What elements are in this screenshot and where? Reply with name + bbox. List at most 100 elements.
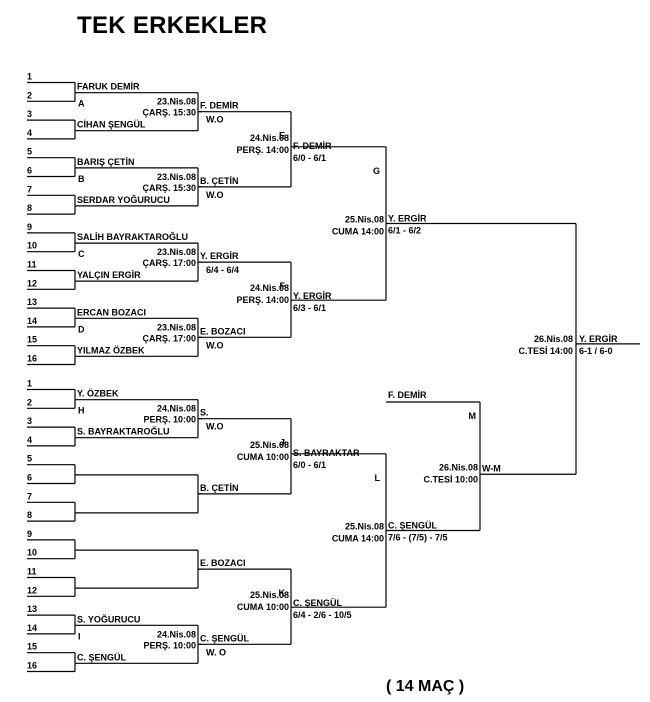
player-name: CİHAN ŞENGÜL (77, 120, 146, 130)
winner-name: E. BOZACI (200, 326, 246, 336)
slot-number: 16 (27, 354, 37, 364)
match-time: C.TESİ 10:00 (423, 474, 478, 484)
slot-number: 16 (27, 661, 37, 671)
match-letter: E (279, 131, 285, 141)
winner-name: S. BAYRAKTAR (293, 448, 360, 458)
match-time: ÇARŞ. 17:00 (142, 258, 196, 268)
winner-name: B. ÇETİN (200, 483, 239, 493)
slot-number: 14 (27, 623, 37, 633)
slot-number: 7 (27, 184, 32, 194)
player-name: BARIŞ ÇETİN (77, 157, 135, 167)
winner-name: C. ŞENGÜL (200, 633, 250, 643)
slot-number: 15 (27, 335, 37, 345)
slot-number: 9 (27, 222, 32, 232)
match-date: 23.Nis.08 (157, 247, 196, 257)
player-name: S. BAYRAKTAROĞLU (77, 426, 170, 437)
match-time: C.TESİ 14:00 (518, 346, 573, 356)
match-time: ÇARŞ. 15:30 (142, 183, 196, 193)
champion-name: Y. ERGİR (579, 334, 618, 344)
match-letter: B (78, 174, 85, 184)
slot-number: 13 (27, 297, 37, 307)
player-name: C. ŞENGÜL (77, 652, 127, 662)
match-date: 24.Nis.08 (157, 404, 196, 414)
slot-number: 11 (27, 567, 37, 577)
match-date: 24.Nis.08 (250, 283, 289, 293)
player-name: Y. ÖZBEK (77, 389, 119, 399)
slot-number: 5 (27, 454, 32, 464)
match-date: 26.Nis.08 (534, 334, 573, 344)
winner-name: C. ŞENGÜL (293, 598, 343, 608)
slot-number: 12 (27, 585, 37, 595)
player-name: SALİH BAYRAKTAROĞLU (77, 231, 188, 242)
match-score: 6/1 - 6/2 (388, 226, 421, 236)
match-score: 6/0 - 6/1 (293, 460, 326, 470)
winner-name: W-M (482, 463, 501, 473)
match-date: 25.Nis.08 (345, 522, 384, 532)
match-letter: C (78, 249, 85, 259)
winner-name: F. DEMİR (200, 101, 239, 111)
slot-number: 3 (27, 416, 32, 426)
slot-number: 8 (27, 510, 32, 520)
match-letter: M (469, 411, 477, 421)
match-score: W.O (206, 340, 224, 350)
match-score: W.O (206, 115, 224, 125)
match-time: ÇARŞ. 17:00 (142, 333, 196, 343)
slot-number: 5 (27, 147, 32, 157)
match-date: 25.Nis.08 (250, 590, 289, 600)
match-date: 26.Nis.08 (439, 462, 478, 472)
match-date: 24.Nis.08 (250, 133, 289, 143)
player-name: SERDAR YOĞURUCU (77, 194, 170, 205)
match-score: 6-1 / 6-0 (579, 346, 613, 356)
slot-number: 1 (27, 72, 32, 82)
winner-name: C. ŞENGÜL (388, 521, 438, 531)
slot-number: 2 (27, 397, 32, 407)
winner-name: F. DEMİR (293, 141, 332, 151)
player-name: S. YOĞURUCU (77, 613, 140, 624)
match-time: CUMA 14:00 (332, 227, 384, 237)
slot-number: 10 (27, 548, 37, 558)
match-letter: F (280, 281, 286, 291)
match-time: CUMA 10:00 (237, 452, 289, 462)
match-date: 23.Nis.08 (157, 172, 196, 182)
match-score: W. O (206, 647, 226, 657)
match-time: PERŞ. 14:00 (236, 145, 289, 155)
match-count: ( 14 MAÇ ) (386, 678, 465, 695)
match-letter: L (375, 473, 381, 483)
match-time: PERŞ. 10:00 (143, 640, 196, 650)
slot-number: 1 (27, 379, 32, 389)
match-letter: G (373, 166, 380, 176)
slot-number: 6 (27, 166, 32, 176)
match-score: 6/3 - 6/1 (293, 303, 326, 313)
player-name: ERCAN BOZACI (77, 307, 146, 317)
match-score: 6/4 - 2/6 - 10/5 (293, 610, 352, 620)
match-letter: J (280, 438, 285, 448)
match-date: 25.Nis.08 (250, 440, 289, 450)
match-date: 23.Nis.08 (157, 322, 196, 332)
winner-name: Y. ERGİR (388, 214, 427, 224)
slot-number: 10 (27, 241, 37, 251)
winner-name: S. (200, 408, 209, 418)
page-title: TEK ERKEKLER (77, 12, 268, 39)
match-score: 6/0 - 6/1 (293, 153, 326, 163)
slot-number: 6 (27, 473, 32, 483)
match-date: 23.Nis.08 (157, 97, 196, 107)
slot-number: 4 (27, 435, 32, 445)
slot-number: 15 (27, 642, 37, 652)
match-time: PERŞ. 10:00 (143, 415, 196, 425)
slot-number: 2 (27, 90, 32, 100)
match-time: CUMA 14:00 (332, 534, 384, 544)
match-score: W.O (206, 422, 224, 432)
match-letter: I (78, 631, 81, 641)
player-name: FARUK DEMİR (77, 82, 140, 92)
match-score: W.O (206, 190, 224, 200)
winner-name: B. ÇETİN (200, 176, 239, 186)
slot-number: 11 (27, 260, 37, 270)
player-name: YILMAZ ÖZBEK (77, 345, 145, 355)
slot-number: 13 (27, 604, 37, 614)
match-letter: D (78, 324, 85, 334)
match-date: 24.Nis.08 (157, 629, 196, 639)
match-date: 25.Nis.08 (345, 215, 384, 225)
slot-number: 3 (27, 109, 32, 119)
slot-number: 9 (27, 529, 32, 539)
